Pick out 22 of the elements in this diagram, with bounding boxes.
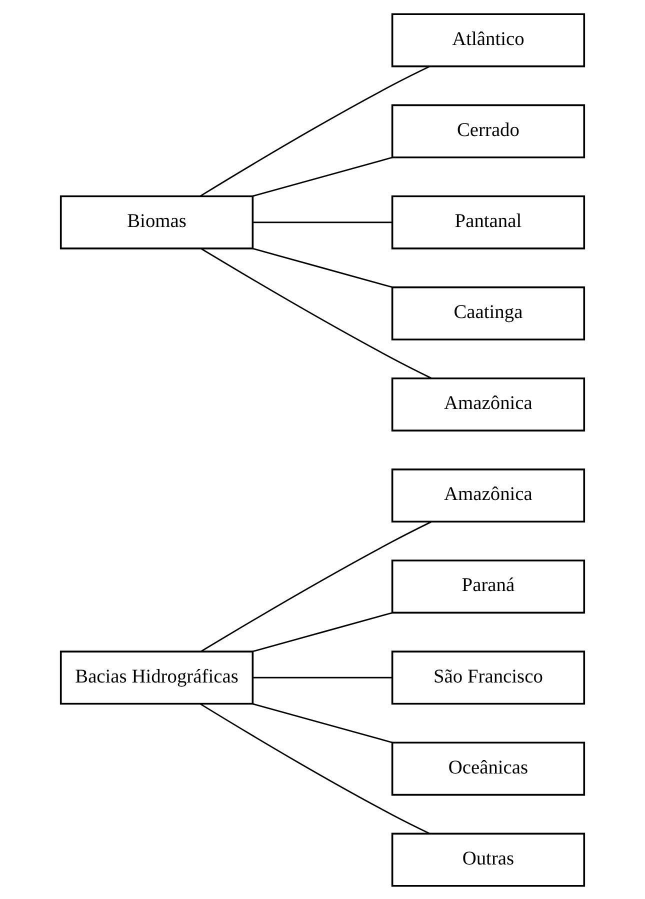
node-box: Pantanal bbox=[391, 194, 586, 249]
connector bbox=[200, 702, 430, 834]
node-box: São Francisco bbox=[391, 650, 586, 704]
node-box: Cerrado bbox=[391, 104, 586, 158]
node-box: Biomas bbox=[60, 194, 254, 249]
connector bbox=[200, 248, 432, 378]
node-box: Paraná bbox=[391, 559, 586, 614]
node-box: Amazônica bbox=[391, 468, 586, 522]
connector bbox=[200, 65, 430, 196]
node-box: Caatinga bbox=[391, 286, 586, 340]
connector bbox=[252, 156, 393, 196]
connector bbox=[252, 702, 393, 743]
connector bbox=[252, 676, 392, 678]
connector bbox=[252, 247, 393, 288]
node-box: Amazônica bbox=[391, 376, 586, 431]
connector bbox=[200, 520, 432, 652]
connector bbox=[252, 221, 392, 223]
node-box: Bacias Hidrográficas bbox=[60, 650, 254, 704]
node-box: Oceânicas bbox=[391, 741, 586, 796]
node-box: Atlântico bbox=[391, 12, 586, 67]
node-box: Outras bbox=[391, 832, 586, 886]
connector bbox=[252, 612, 393, 652]
